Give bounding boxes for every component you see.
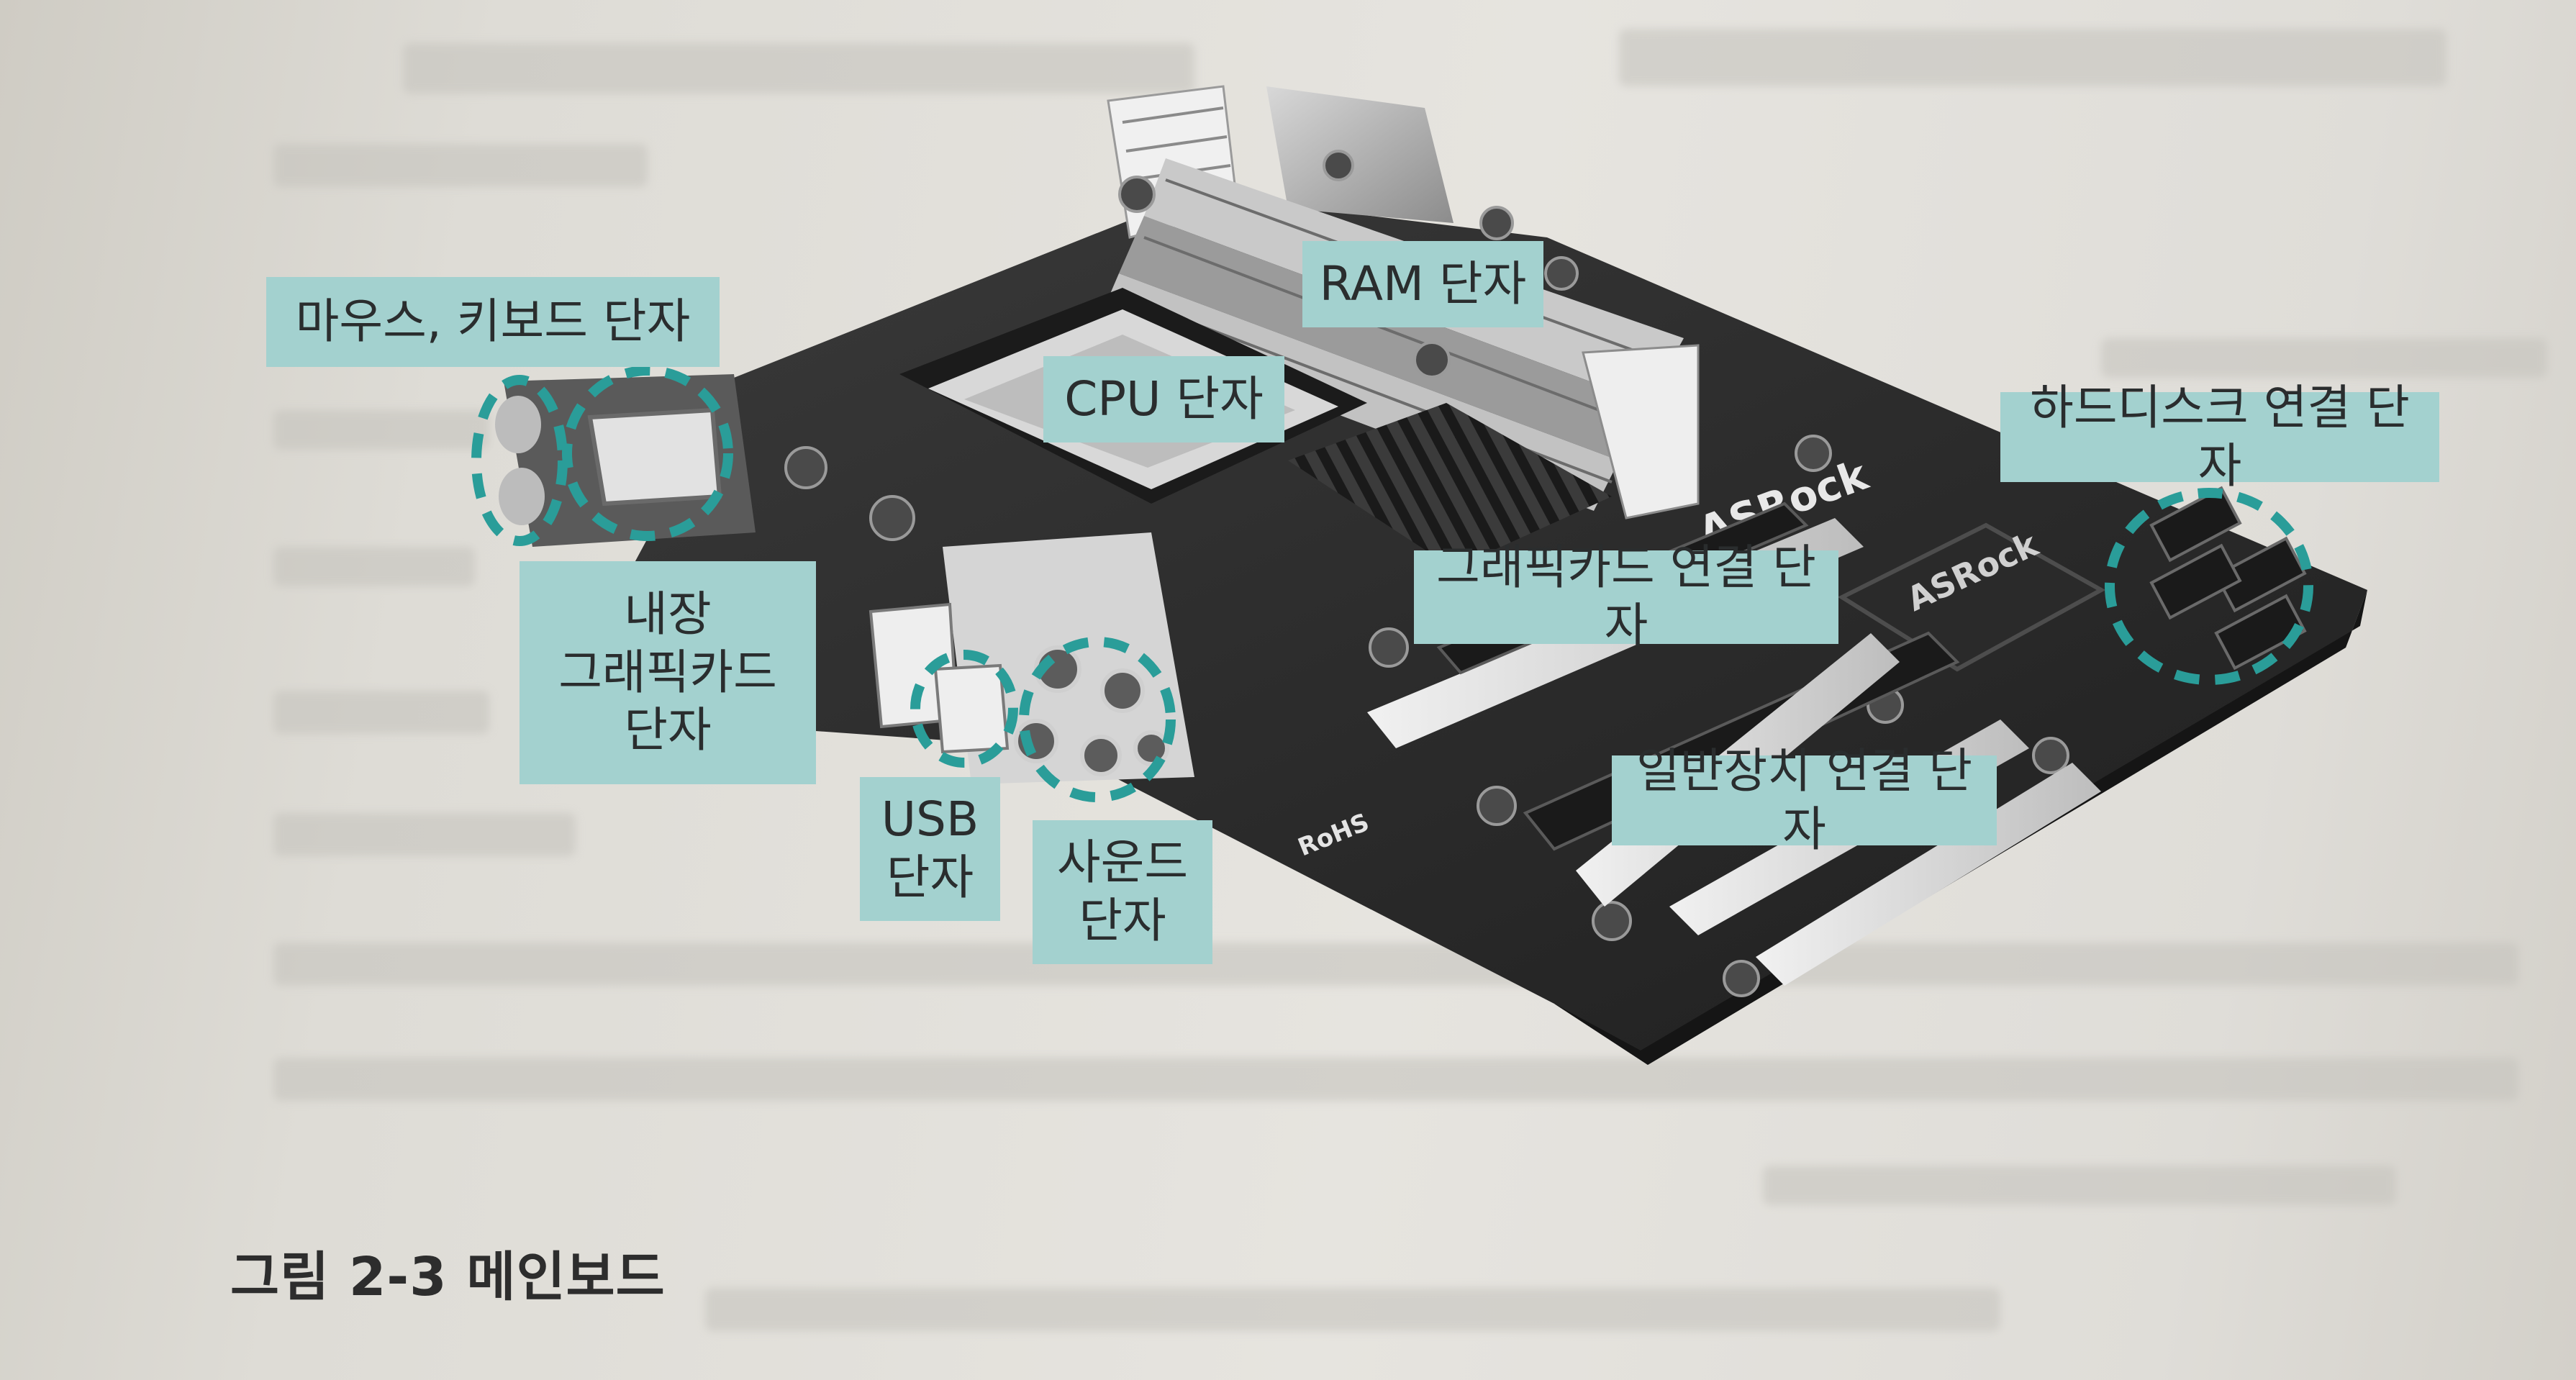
show-through-text [705,1288,2000,1331]
label-sound: 사운드 단자 [1033,820,1212,964]
label-general-device: 일반장치 연결 단자 [1612,743,1997,857]
label-graphics-card: 그래픽카드 연결 단자 [1414,540,1838,653]
sata-connectors [2149,486,2307,671]
label-hard-disk: 하드디스크 연결 단자 [2000,380,2439,494]
show-through-text [2101,338,2547,378]
show-through-text [403,43,1194,94]
show-through-text [273,943,2518,986]
show-through-text [273,691,489,734]
label-usb: USB 단자 [860,777,1000,921]
show-through-text [273,1058,2518,1101]
show-through-text [273,144,648,187]
chipset-heatsink [1288,403,1612,568]
highlight-rings [471,366,2313,802]
show-through-text [273,813,576,856]
label-ram: RAM 단자 [1302,241,1543,327]
ring-usb [910,650,1018,768]
label-onboard-graphics: 내장 그래픽카드 단자 [520,561,816,784]
figure-caption: 그림 2-3 메인보드 [230,1246,666,1308]
label-cpu: CPU 단자 [1043,356,1284,442]
show-through-text [1619,29,2446,86]
show-through-text [273,547,475,586]
atx-power-connector [1266,86,1453,223]
show-through-text [1763,1166,2396,1205]
ring-mouse-keyboard-right [562,366,733,541]
ring-hard-disk [2105,488,2313,685]
ring-sound [1019,637,1176,802]
show-through-text [273,410,489,450]
label-mouse-keyboard: 마우스, 키보드 단자 [266,277,720,367]
